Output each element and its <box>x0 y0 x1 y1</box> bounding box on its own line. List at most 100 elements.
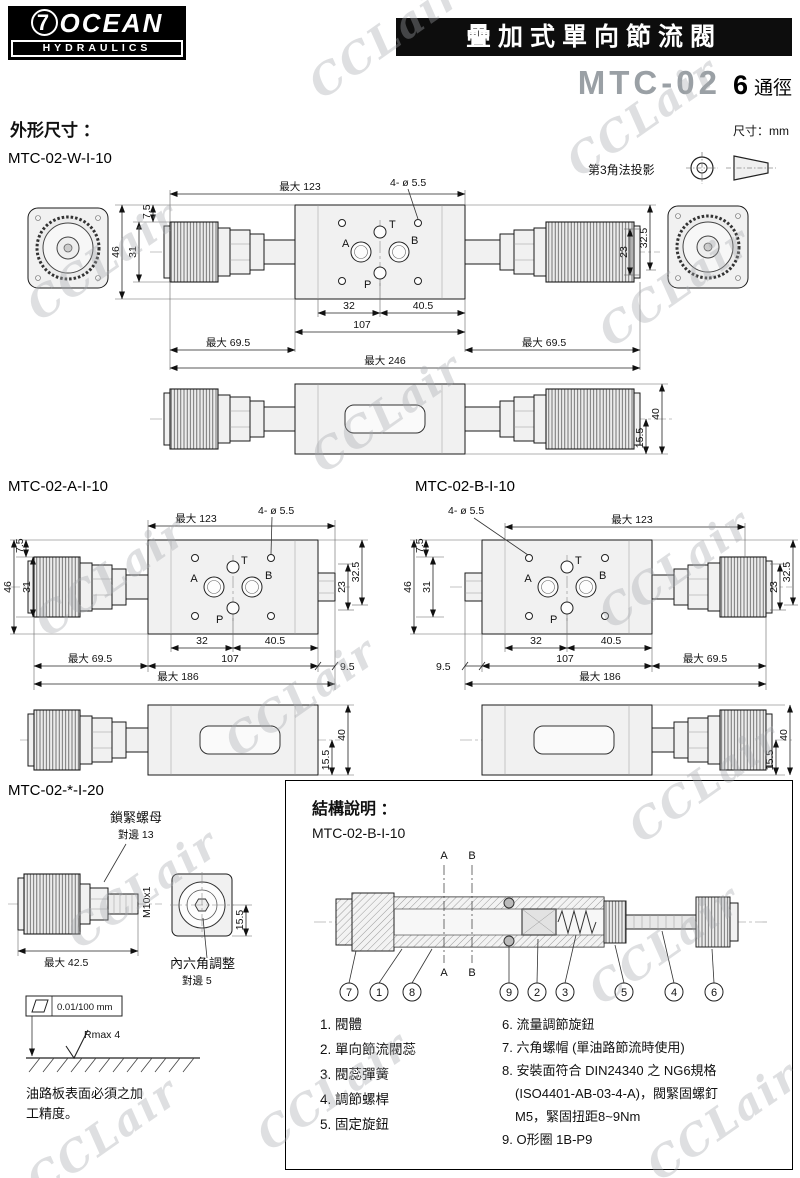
adjuster-dimensions: 15.5 最大 42.5 內六角調整 對邊 5 <box>17 904 252 987</box>
dim-max186: 最大 186 <box>579 670 621 683</box>
section-b-bottom: B <box>468 967 475 979</box>
port-label-a: A <box>190 573 198 585</box>
balloon-6: 6 <box>711 987 717 999</box>
dim-107: 107 <box>556 653 574 665</box>
balloon-3: 3 <box>562 987 568 999</box>
dim-31: 31 <box>127 246 139 258</box>
structure-cross-section: A B A B <box>314 850 769 1002</box>
surface-hatch <box>28 1057 195 1073</box>
port-label-p: P <box>364 279 371 291</box>
port-label-p: P <box>550 614 557 626</box>
model-label-star: MTC-02-*-I-20 <box>8 782 104 799</box>
adjuster-callouts: 鎖緊螺母 對邊 13 <box>103 810 162 883</box>
dim-40: 40 <box>336 729 348 741</box>
model-label-a: MTC-02-A-I-10 <box>8 478 109 495</box>
dim-7-5: 7.5 <box>414 538 426 553</box>
dim-max123: 最大 123 <box>611 513 653 526</box>
dim-46: 46 <box>402 581 414 593</box>
logo-hydraulics-text: HYDRAULICS <box>11 40 183 57</box>
adjuster-side-view: M10x1 <box>8 873 162 935</box>
balloon-2: 2 <box>534 987 540 999</box>
dim-max123: 最大 123 <box>279 180 321 193</box>
w-left-knob-front-view <box>27 207 109 289</box>
dim-9-5: 9.5 <box>340 661 355 673</box>
dim-holes: 4- ø 5.5 <box>390 177 426 189</box>
port-label-b: B <box>599 570 606 582</box>
dim-23: 23 <box>768 581 780 593</box>
model-label-b: MTC-02-B-I-10 <box>415 478 516 495</box>
outline-dimensions-heading: 外形尺寸 ： <box>10 121 100 140</box>
balloon-7: 7 <box>346 987 352 999</box>
structure-section: 結構說明 ： MTC-02-B-I-10 <box>285 780 793 1170</box>
port-label-t: T <box>575 555 582 567</box>
port-label-t: T <box>389 219 396 231</box>
dim-max695-right: 最大 69.5 <box>522 336 567 349</box>
b-side-view: 15.5 40 <box>460 704 794 776</box>
bore-size: 6 <box>732 70 748 100</box>
w-dimensions: 最大 123 4- ø 5.5 7.5 46 31 23 32.5 <box>110 177 656 372</box>
part-item-3: 3. 閥蕊彈簧 <box>320 1067 390 1082</box>
drawing-mtc02-w: T A B P 最大 123 4- ø 5.5 <box>27 177 749 455</box>
balloon-1: 1 <box>376 987 382 999</box>
port-label-t: T <box>241 555 248 567</box>
projection-label: 第3角法投影 <box>588 163 655 177</box>
port-label-a: A <box>342 238 350 250</box>
dim-40-5: 40.5 <box>413 300 434 312</box>
surface-finish-callout: 0.01/100 mm Rmax 4 油路板表面必須之加 工精度。 <box>25 995 200 1121</box>
structure-model-label: MTC-02-B-I-10 <box>312 825 406 841</box>
dim-32: 32 <box>343 300 355 312</box>
dim-31: 31 <box>421 581 433 593</box>
unit-note: 尺寸：mm <box>733 124 789 138</box>
dim-40: 40 <box>778 729 790 741</box>
dim-max42-5: 最大 42.5 <box>44 956 89 969</box>
port-label-p: P <box>216 614 223 626</box>
third-angle-projection-icon <box>686 152 776 184</box>
dim-max186: 最大 186 <box>157 670 199 683</box>
port-label-a: A <box>524 573 532 585</box>
dim-15-5: 15.5 <box>234 910 246 931</box>
parts-list-left: 1. 閥體 2. 單向節流閥蕊 3. 閥蕊彈簧 4. 調節螺桿 5. 固定旋鈕 <box>320 1017 416 1142</box>
dim-max695: 最大 69.5 <box>68 652 113 665</box>
flatness-value: 0.01/100 mm <box>57 1002 113 1013</box>
balloon-4: 4 <box>671 987 677 999</box>
dim-23: 23 <box>618 246 630 258</box>
port-label-b: B <box>411 235 418 247</box>
balloon-5: 5 <box>621 987 627 999</box>
dim-31: 31 <box>21 581 33 593</box>
dim-40-5: 40.5 <box>265 635 286 647</box>
dim-15-5: 15.5 <box>634 428 646 449</box>
part-item-8: 8. 安裝面符合 DIN24340 之 NG6規格 <box>502 1063 717 1078</box>
dim-max695-left: 最大 69.5 <box>206 336 251 349</box>
model-number: MTC-02 <box>577 64 721 101</box>
surface-note-line2: 工精度。 <box>26 1106 78 1121</box>
dim-32: 32 <box>530 635 542 647</box>
dim-23: 23 <box>336 581 348 593</box>
drawing-adjuster-detail: 鎖緊螺母 對邊 13 M10x1 <box>8 810 252 1121</box>
drawing-mtc02-a: T A B P 最大 123 4- ø 5.5 46 7 <box>2 505 368 776</box>
dim-32-5: 32.5 <box>350 562 362 583</box>
a-side-view: 15.5 40 <box>20 704 354 776</box>
b-top-view: T A B P <box>450 539 792 635</box>
adjuster-front-view <box>170 872 234 938</box>
dim-107: 107 <box>221 653 239 665</box>
w-side-view: 15.5 40 <box>150 383 672 455</box>
part-item-7: 7. 六角螺帽 (單油路節流時使用) <box>502 1040 685 1055</box>
part-item-2: 2. 單向節流閥蕊 <box>320 1042 417 1057</box>
part-item-1: 1. 閥體 <box>320 1017 363 1032</box>
section-a-top: A <box>440 850 448 862</box>
surface-note-line1: 油路板表面必須之加 <box>26 1086 143 1101</box>
dim-15-5: 15.5 <box>320 750 332 771</box>
dim-46: 46 <box>110 246 122 258</box>
dim-holes: 4- ø 5.5 <box>258 505 294 517</box>
part-item-4: 4. 調節螺桿 <box>320 1092 390 1107</box>
dim-46: 46 <box>2 581 14 593</box>
dim-max246: 最大 246 <box>364 354 406 367</box>
hex-adjust-label: 內六角調整 <box>170 956 235 971</box>
a-dimensions: 最大 123 4- ø 5.5 46 7.5 31 23 32.5 <box>2 505 368 690</box>
a-top-view: T A B P <box>8 539 350 635</box>
w-right-knob-front-view <box>667 205 749 289</box>
logo-seven-emblem: 7 <box>30 9 58 36</box>
